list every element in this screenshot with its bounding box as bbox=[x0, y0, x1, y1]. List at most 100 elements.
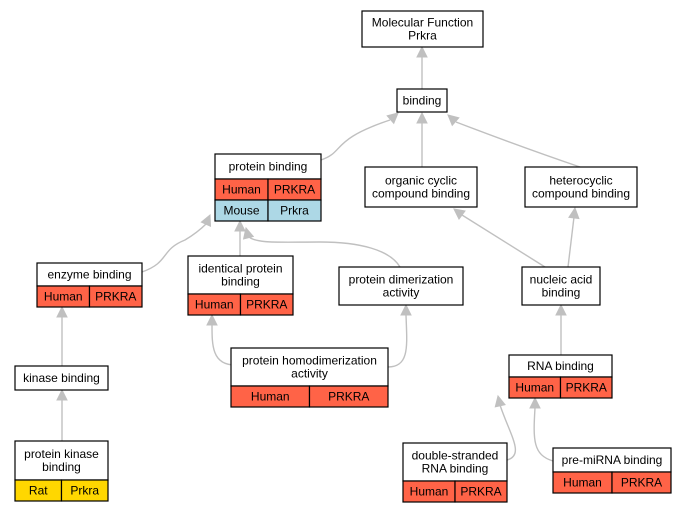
node-label-line: binding bbox=[42, 460, 81, 474]
arrowhead bbox=[416, 45, 428, 58]
node-title-box bbox=[14, 440, 109, 481]
edge-dsrna-binding-to-rna-binding bbox=[494, 394, 517, 461]
node-label-line: protein binding bbox=[229, 160, 308, 174]
arrowhead bbox=[555, 303, 567, 316]
node-label-line: heterocyclic bbox=[549, 174, 612, 188]
edge-protein-kinase-to-kinase-binding bbox=[56, 388, 68, 441]
gene-cell bbox=[88, 285, 143, 308]
node-label-line: compound binding bbox=[532, 187, 630, 201]
species-label: Human bbox=[44, 290, 83, 304]
node-label-line: binding bbox=[221, 275, 260, 289]
node-label-line: organic cyclic bbox=[385, 174, 457, 188]
node-title-box bbox=[396, 88, 448, 113]
arrowhead bbox=[568, 206, 580, 220]
arrowhead bbox=[400, 303, 412, 316]
gene-label: Prkra bbox=[280, 204, 309, 218]
node-label-line: protein dimerization bbox=[349, 273, 454, 287]
node-title-box bbox=[187, 255, 294, 295]
edge-nucleic-acid-to-organic-cyclic bbox=[453, 208, 546, 268]
node-label-line: double-stranded bbox=[412, 449, 499, 463]
species-label: Human bbox=[515, 381, 554, 395]
edges-layer bbox=[56, 45, 581, 462]
species-label: Human bbox=[563, 476, 602, 490]
gene-label: PRKRA bbox=[95, 290, 136, 304]
node-label-line: RNA binding bbox=[422, 462, 489, 476]
arrowhead bbox=[447, 114, 460, 127]
edge-organic-cyclic-to-binding bbox=[416, 111, 428, 167]
edge-heterocyclic-to-binding bbox=[447, 114, 581, 168]
node-title-box bbox=[338, 266, 464, 306]
node-label-line: identical protein bbox=[198, 262, 282, 276]
arrowhead bbox=[56, 305, 68, 318]
node-label-line: protein homodimerization bbox=[242, 354, 377, 368]
node-label-line: enzyme binding bbox=[47, 268, 131, 282]
edge-kinase-binding-to-enzyme-binding bbox=[56, 305, 68, 366]
gene-label: Prkra bbox=[70, 484, 99, 498]
gene-label: PRKRA bbox=[274, 183, 315, 197]
edge-protein-homodimerization-to-identical-protein bbox=[206, 313, 236, 366]
edge-protein-binding-to-binding bbox=[320, 112, 399, 161]
node-kinase-binding[interactable]: kinase binding bbox=[14, 365, 109, 391]
species-label: Human bbox=[251, 390, 290, 404]
node-label-line: binding bbox=[542, 286, 581, 300]
edge-protein-homodimerization-to-protein-dimerization bbox=[387, 303, 412, 368]
arrowhead bbox=[242, 226, 255, 240]
edge-enzyme-binding-to-protein-binding bbox=[141, 213, 212, 273]
gene-cell bbox=[454, 480, 508, 503]
species-label: Mouse bbox=[223, 204, 259, 218]
gene-cell bbox=[559, 376, 613, 399]
arrowhead bbox=[386, 112, 399, 125]
node-label-line: binding bbox=[403, 94, 442, 108]
edge-binding-to-molecular-function bbox=[416, 45, 428, 89]
edge-nucleic-acid-to-heterocyclic bbox=[567, 206, 580, 268]
arrowhead bbox=[206, 313, 218, 326]
species-label: Human bbox=[195, 298, 234, 312]
node-title-box bbox=[361, 10, 484, 48]
node-title-box bbox=[521, 266, 601, 306]
arrowhead bbox=[56, 388, 68, 401]
gene-cell bbox=[60, 479, 109, 502]
node-label-line: kinase binding bbox=[23, 371, 100, 385]
node-title-box bbox=[14, 365, 109, 391]
gene-label: PRKRA bbox=[246, 298, 287, 312]
node-label-line: RNA binding bbox=[527, 359, 594, 373]
node-label-line: activity bbox=[291, 367, 328, 381]
edge-pre-mirna-binding-to-rna-binding bbox=[529, 396, 554, 462]
edge-protein-dimerization-to-protein-binding bbox=[242, 226, 401, 268]
node-binding[interactable]: binding bbox=[396, 88, 448, 113]
edge-identical-protein-to-protein-binding bbox=[234, 219, 246, 256]
arrowhead bbox=[200, 213, 212, 227]
arrowhead bbox=[529, 396, 541, 409]
node-title-box bbox=[230, 347, 389, 387]
gene-cell bbox=[239, 293, 294, 316]
node-title-box bbox=[524, 166, 638, 208]
node-label-line: pre-miRNA binding bbox=[562, 453, 663, 467]
species-label: Rat bbox=[29, 484, 48, 498]
edge-rna-binding-to-nucleic-acid bbox=[555, 303, 567, 355]
node-label-line: Prkra bbox=[408, 29, 437, 43]
node-label-line: compound binding bbox=[372, 187, 470, 201]
species-label: Human bbox=[222, 183, 261, 197]
gene-label: PRKRA bbox=[621, 476, 662, 490]
arrowhead bbox=[416, 111, 428, 124]
gene-cell bbox=[267, 199, 322, 222]
node-title-box bbox=[364, 166, 478, 208]
node-label-line: activity bbox=[383, 286, 420, 300]
gene-label: PRKRA bbox=[328, 390, 369, 404]
node-label-line: Molecular Function bbox=[372, 16, 473, 30]
